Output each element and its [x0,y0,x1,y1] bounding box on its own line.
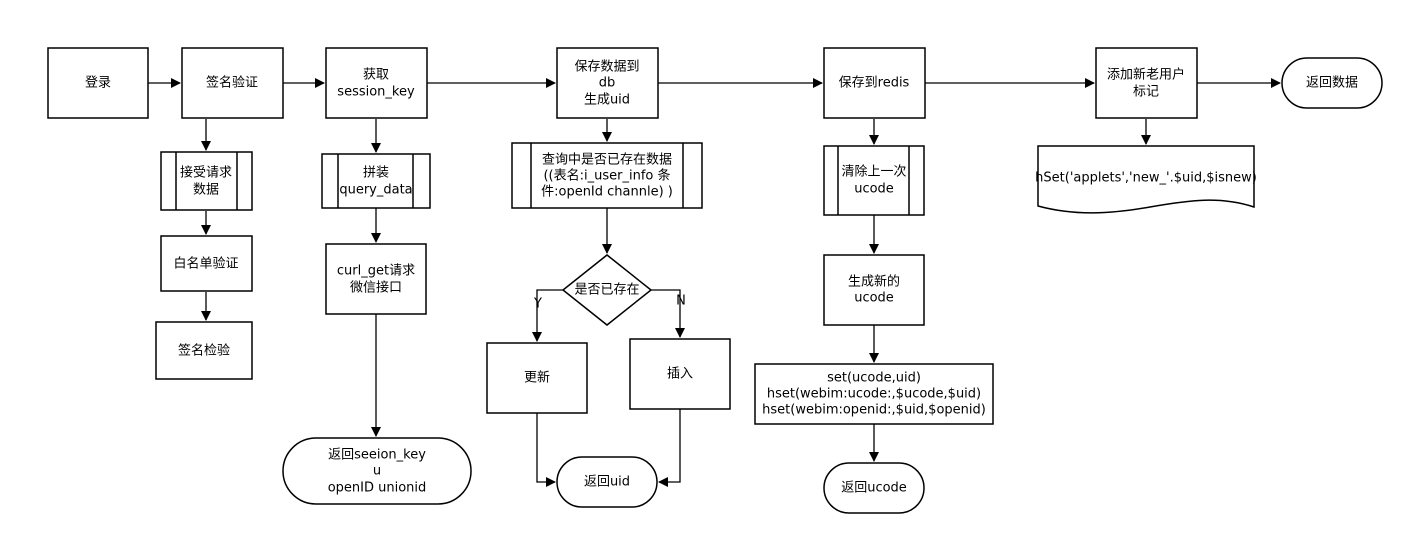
node-return-ucode: 返回ucode [823,462,925,514]
node-save-redis: 保存到redis [823,47,926,119]
node-gen-ucode: 生成新的 ucode [823,254,925,326]
node-return-data: 返回数据 [1281,57,1383,109]
node-insert-label: 插入 [667,367,693,382]
node-set-ucode: set(ucode,uid) hset(webim:ucode:,$ucode,… [754,363,994,425]
edge-update-to-return-uid [536,413,556,487]
node-curl-get-line-2: 微信接口 [350,280,402,296]
node-insert: 插入 [629,338,731,410]
node-save-db-line-2: db [599,76,616,91]
node-add-flag: 添加新老用户 标记 [1095,47,1198,119]
edge-insert-to-return-uid [658,409,681,487]
node-clear-ucode-line-1: 清除上一次 [841,164,906,180]
node-add-flag-line-2: 标记 [1133,85,1159,100]
node-save-redis-label: 保存到redis [839,76,910,91]
node-sign-check-label: 签名检验 [178,343,230,359]
node-return-uid: 返回uid [556,456,658,508]
node-get-session-key-line-1: 获取 [363,68,389,83]
node-accept-request-line-1: 接受请求 [180,165,232,181]
node-clear-ucode-line-2: ucode [854,182,894,197]
node-clear-ucode: 清除上一次 ucode [823,145,925,216]
node-return-ucode-label: 返回ucode [841,481,907,496]
node-add-flag-line-1: 添加新老用户 [1107,67,1185,83]
node-query-exists-line-2: ((表名:i_user_info 条 [543,168,670,184]
node-save-db-line-1: 保存数据到 [574,60,639,75]
node-query-exists-line-3: 件:openId channle) ) [541,185,673,200]
node-gen-ucode-line-1: 生成新的 [848,274,900,290]
node-whitelist-verify-label: 白名单验证 [173,256,238,272]
node-set-ucode-line-2: hset(webim:ucode:,$ucode,$uid) [767,387,981,402]
node-get-session-key: 获取 session_key [325,47,428,119]
node-sign-verify-label: 签名验证 [206,75,258,91]
node-update: 更新 [486,342,588,414]
node-return-session-line-1: 返回seeion_key [328,448,426,463]
edge-label-yes: Y [533,297,542,312]
node-return-session-line-3: openID unionid [328,481,427,496]
node-whitelist-verify: 白名单验证 [160,235,253,292]
node-sign-check: 签名检验 [155,321,253,380]
node-curl-get: curl_get请求 微信接口 [325,243,427,315]
edges: Y N [148,78,1281,487]
node-hset-applets: hSet('applets','new_'.$uid,$isnew) [1035,145,1257,214]
node-save-db-line-3: 生成uid [584,93,630,108]
node-assemble-query: 拼装 query_data [321,153,431,209]
node-accept-request: 接受请求 数据 [160,151,253,211]
node-gen-ucode-line-2: ucode [854,291,894,306]
node-query-exists-line-1: 查询中是否已存在数据 [542,153,672,168]
node-login-label: 登录 [85,76,111,91]
edge-decision-yes-to-update [532,289,563,342]
node-set-ucode-line-3: hset(webim:openid:,$uid,$openid) [762,403,986,418]
edge-decision-no-to-insert [651,289,685,338]
node-assemble-query-line-1: 拼装 [363,166,389,181]
node-exists-decision-label: 是否已存在 [574,283,639,298]
node-curl-get-line-1: curl_get请求 [337,264,415,279]
node-accept-request-line-2: 数据 [193,183,219,198]
node-login: 登录 [47,47,149,119]
node-save-db: 保存数据到 db 生成uid [556,47,659,119]
node-query-exists: 查询中是否已存在数据 ((表名:i_user_info 条 件:openId c… [511,142,703,209]
node-exists-decision: 是否已存在 [561,254,653,326]
node-assemble-query-line-2: query_data [339,183,412,198]
node-get-session-key-line-2: session_key [337,85,415,100]
node-return-data-label: 返回数据 [1306,76,1358,91]
node-set-ucode-line-1: set(ucode,uid) [827,371,921,386]
node-sign-verify: 签名验证 [181,47,284,119]
edge-label-no: N [676,294,686,309]
node-return-session: 返回seeion_key u openID unionid [282,437,472,505]
node-return-uid-label: 返回uid [584,475,630,490]
node-update-label: 更新 [524,370,550,386]
node-hset-applets-label: hSet('applets','new_'.$uid,$isnew) [1035,171,1257,186]
node-return-session-line-2: u [373,464,381,479]
